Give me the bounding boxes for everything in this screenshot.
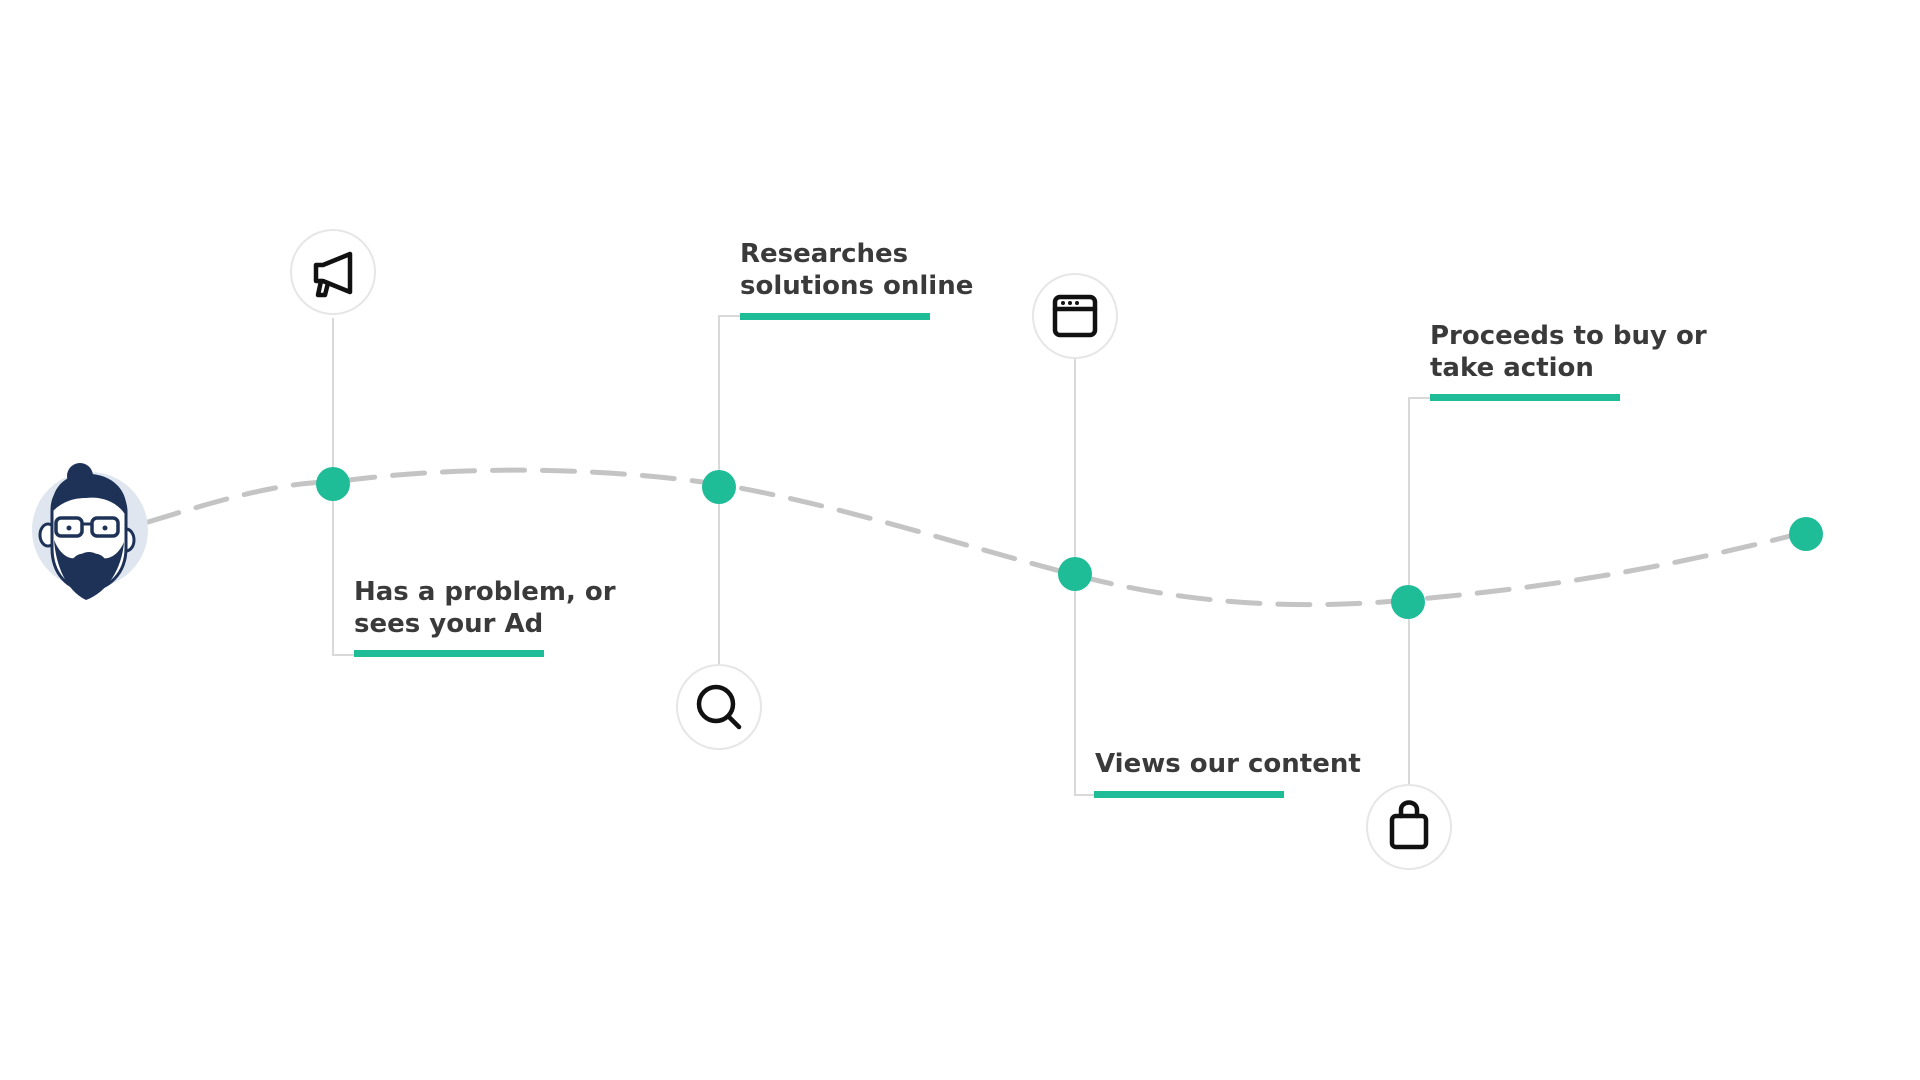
label-underline: [1094, 791, 1284, 798]
label-underline: [354, 650, 544, 657]
browser-window-icon: [1052, 294, 1098, 338]
step-dot: [1391, 585, 1425, 619]
step-label: Researches solutions online: [740, 239, 973, 301]
journey-step-content: Views our content: [1032, 273, 1361, 798]
step-connector: [332, 318, 354, 656]
search-icon: [696, 684, 742, 730]
step-connector: [718, 315, 740, 664]
step-label: Has a problem, or sees your Ad: [354, 577, 625, 639]
label-underline: [1430, 394, 1620, 401]
step-dot: [1058, 557, 1092, 591]
step-icon-badge: [1032, 273, 1118, 359]
shopping-bag-icon: [1389, 800, 1429, 850]
step-label: Views our content: [1095, 749, 1361, 779]
step-icon-badge: [676, 664, 762, 750]
journey-end-dot: [1789, 517, 1823, 551]
step-dot: [316, 467, 350, 501]
step-dot: [702, 470, 736, 504]
megaphone-icon: [313, 251, 353, 298]
journey-step-ad: Has a problem, or sees your Ad: [290, 229, 625, 657]
journey-step-purchase: Proceeds to buy or take action: [1366, 321, 1716, 870]
persona-avatar: [32, 463, 148, 600]
bearded-man-avatar-icon: [38, 463, 136, 600]
step-connector: [1408, 397, 1430, 784]
label-underline: [740, 313, 930, 320]
step-icon-badge: [1366, 784, 1452, 870]
step-label: Proceeds to buy or take action: [1430, 321, 1716, 383]
step-connector: [1074, 358, 1095, 796]
journey-step-research: Researches solutions online: [676, 239, 973, 750]
step-icon-badge: [290, 229, 376, 315]
journey-path: [145, 467, 1809, 608]
